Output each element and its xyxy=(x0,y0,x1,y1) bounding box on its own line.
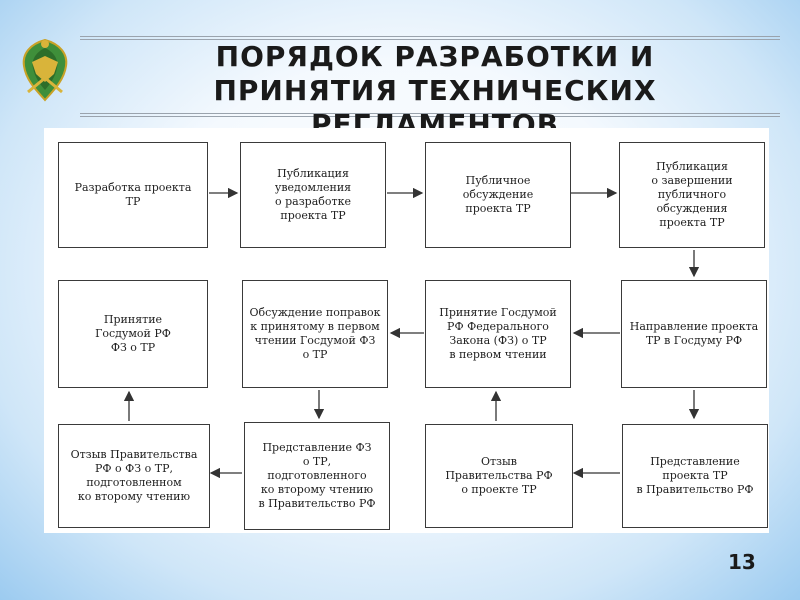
box-line: уведомления xyxy=(274,181,352,194)
box-line: о завершении xyxy=(651,174,733,187)
box-line: Представление xyxy=(650,455,740,468)
box-line: в первом чтении xyxy=(449,348,547,361)
title-line-1: ПОРЯДОК РАЗРАБОТКИ И xyxy=(215,40,655,73)
box-line: ко второму чтению xyxy=(260,483,374,496)
box-line: ФЗ о ТР xyxy=(110,341,156,354)
box-line: проекта ТР xyxy=(659,216,725,229)
box-line: обсуждения xyxy=(656,202,728,215)
box-line: о ТР xyxy=(302,348,328,361)
box-line: ТР xyxy=(125,195,141,208)
box-line: подготовленного xyxy=(267,469,367,482)
header-rule-top xyxy=(80,36,780,37)
box-line: Отзыв xyxy=(480,455,518,468)
box-line: публичного xyxy=(657,188,727,201)
box-line: Закона (ФЗ) о ТР xyxy=(449,334,547,347)
box-line: ТР в Госдуму РФ xyxy=(645,334,743,347)
box-line: РФ Федерального xyxy=(447,320,549,333)
box-line: РФ о ФЗ о ТР, xyxy=(95,462,173,475)
box-line: Представление ФЗ xyxy=(262,441,372,454)
header-rule-bottom-2 xyxy=(80,116,780,117)
box-line: Правительства РФ xyxy=(445,469,553,482)
header-rule-top-2 xyxy=(80,39,780,40)
title-line-2: ПРИНЯТИЯ ТЕХНИЧЕСКИХ xyxy=(213,74,657,107)
box-line: Обсуждение поправок xyxy=(249,306,381,319)
header-rule-bottom xyxy=(80,113,780,114)
coat-of-arms-icon xyxy=(22,38,68,102)
box-line: Принятие xyxy=(103,313,163,326)
slide-title: ПОРЯДОК РАЗРАБОТКИ И ПРИНЯТИЯ ТЕХНИЧЕСКИ… xyxy=(95,40,775,130)
box-line: о разработке xyxy=(274,195,352,208)
box-line: Направление проекта xyxy=(629,320,759,333)
box-line: Отзыв Правительства xyxy=(70,448,198,461)
box-line: Публичное xyxy=(465,174,531,187)
box-line: проекта ТР xyxy=(662,469,728,482)
box-line: о ТР, xyxy=(302,455,332,468)
box-line: в Правительство РФ xyxy=(258,497,376,510)
box-line: к принятому в первом xyxy=(250,320,380,333)
box-line: подготовленном xyxy=(86,476,182,489)
box-line: Публикация xyxy=(277,167,349,180)
box-line: о проекте ТР xyxy=(461,483,537,496)
box-line: чтении Госдумой ФЗ xyxy=(254,334,376,347)
box-line: Публикация xyxy=(656,160,728,173)
box-line: Разработка проекта xyxy=(74,181,192,194)
page-number: 13 xyxy=(728,550,756,574)
title-line-3: РЕГЛАМЕНТОВ xyxy=(310,108,560,130)
box-line: проекта ТР xyxy=(465,202,531,215)
box-line: ко второму чтению xyxy=(77,490,191,503)
box-line: в Правительство РФ xyxy=(636,483,754,496)
box-line: Госдумой РФ xyxy=(95,327,171,340)
box-line: обсуждение xyxy=(462,188,534,201)
box-line: Принятие Госдумой xyxy=(439,306,557,319)
box-line: проекта ТР xyxy=(280,209,346,222)
